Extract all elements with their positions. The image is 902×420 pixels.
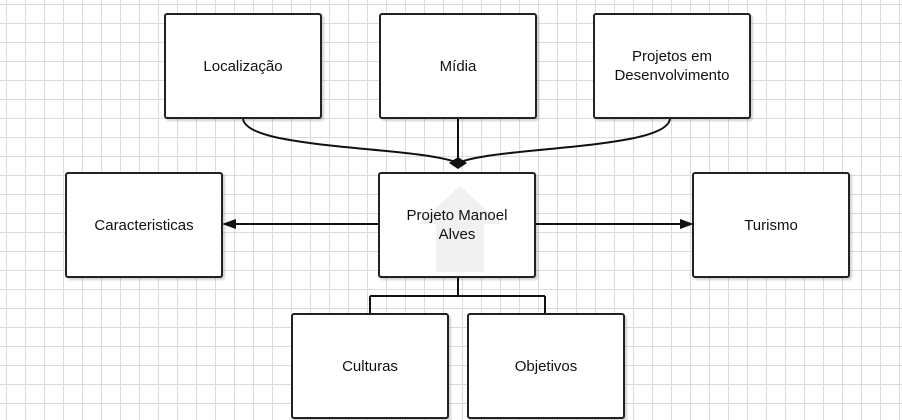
node-projetos-label: Projetos em Desenvolvimento	[614, 48, 730, 84]
house-icon	[418, 186, 502, 272]
edge-projetos-center	[457, 117, 671, 164]
node-caracteristicas-label: Caracteristicas	[94, 216, 194, 234]
node-localizacao[interactable]: Localização	[164, 13, 322, 119]
node-center-label: Projeto Manoel Alves	[406, 207, 508, 243]
node-culturas[interactable]: Culturas	[291, 313, 449, 419]
node-center[interactable]: Projeto Manoel Alves	[378, 172, 536, 278]
node-objetivos[interactable]: Objetivos	[467, 313, 625, 419]
node-turismo[interactable]: Turismo	[692, 172, 850, 278]
node-turismo-label: Turismo	[744, 216, 798, 234]
node-localizacao-label: Localização	[203, 57, 283, 75]
arrowhead-left	[222, 219, 236, 229]
node-midia-label: Mídia	[439, 57, 477, 75]
node-objetivos-label: Objetivos	[514, 357, 578, 375]
edge-localizacao-center	[242, 117, 459, 164]
arrowhead-right	[680, 219, 694, 229]
node-caracteristicas[interactable]: Caracteristicas	[65, 172, 223, 278]
edge-center-children	[369, 278, 546, 314]
node-projetos[interactable]: Projetos em Desenvolvimento	[593, 13, 751, 119]
merge-diamond	[449, 157, 467, 169]
node-midia[interactable]: Mídia	[379, 13, 537, 119]
node-culturas-label: Culturas	[342, 357, 398, 375]
